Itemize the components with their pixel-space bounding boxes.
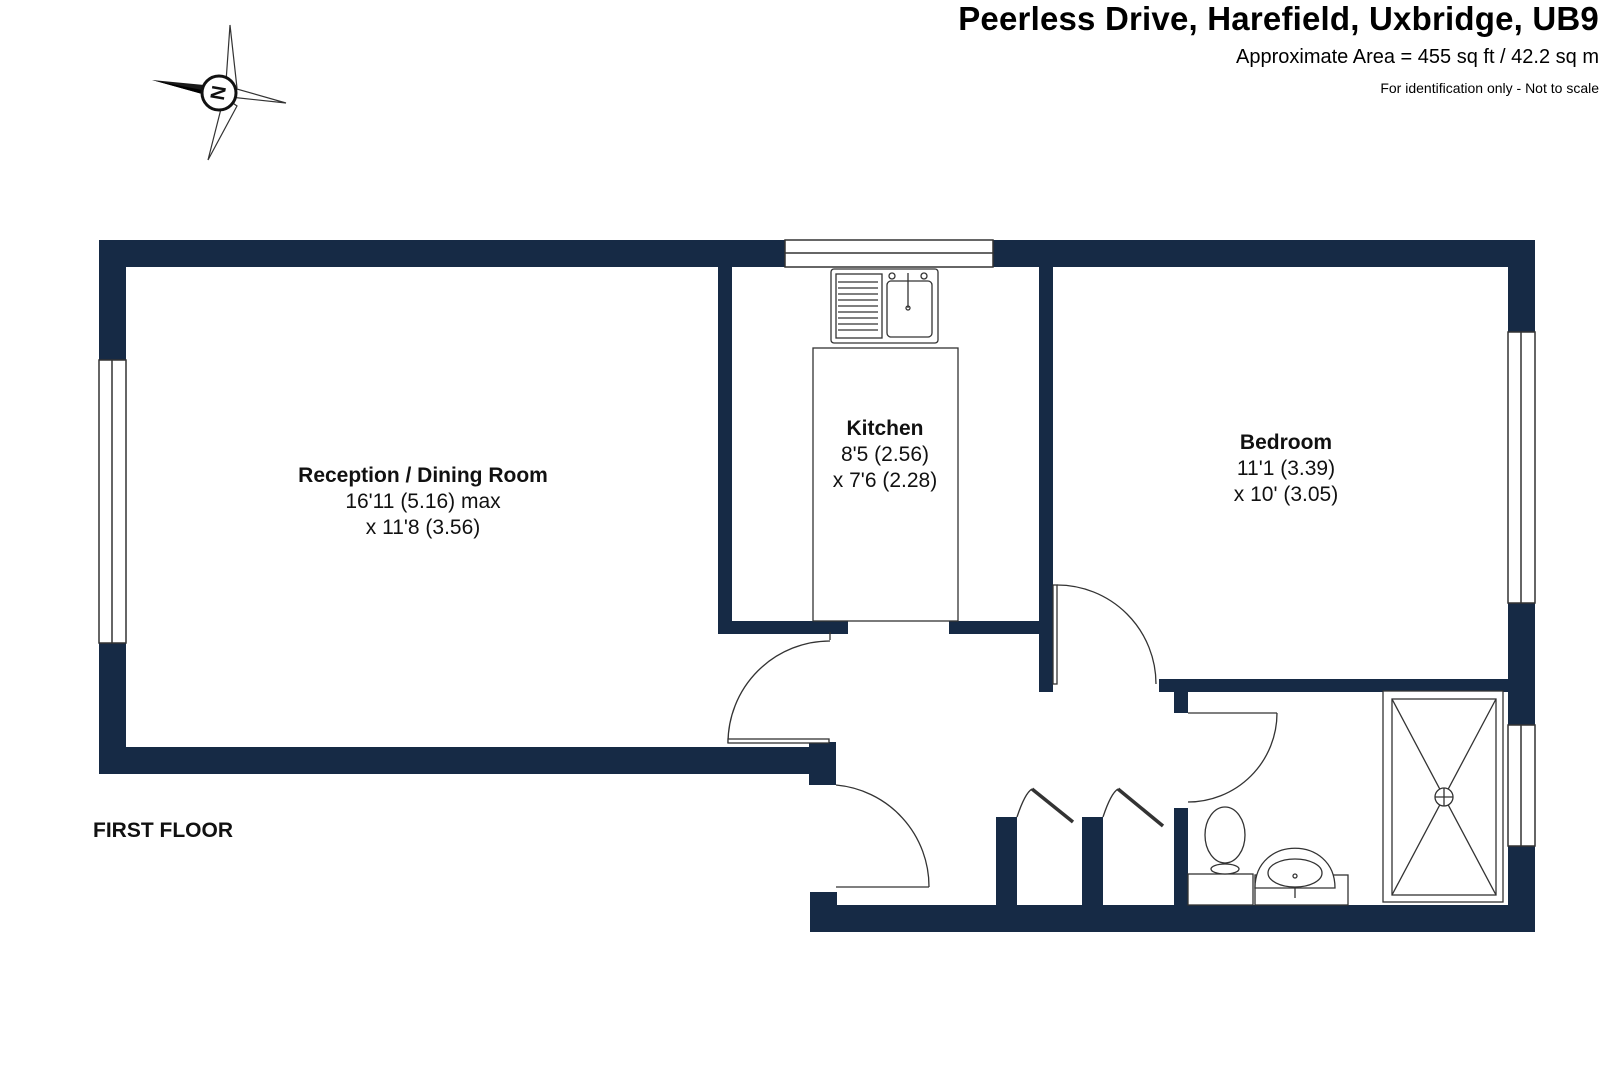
shower-tray: [1382, 690, 1504, 903]
reception-door: [727, 632, 831, 744]
kitchen-name: Kitchen: [846, 417, 923, 440]
cupboard-door-2: [1102, 787, 1165, 828]
doors: [727, 584, 1278, 888]
reception-dim-2: x 11'8 (3.56): [366, 516, 481, 539]
bedroom-name: Bedroom: [1240, 431, 1332, 454]
bedroom-label: Bedroom 11'1 (3.39) x 10' (3.05): [1234, 431, 1338, 506]
bathroom-door: [1187, 712, 1278, 803]
kitchen-counter: [812, 347, 959, 622]
kitchen-label: Kitchen 8'5 (2.56) x 7'6 (2.28): [833, 417, 937, 492]
approximate-area: Approximate Area = 455 sq ft / 42.2 sq m: [1236, 46, 1599, 68]
disclaimer-note: For identification only - Not to scale: [1380, 80, 1599, 96]
sink-unit: [830, 268, 939, 344]
wash-basin: [1254, 847, 1349, 906]
kitchen-dim-1: 8'5 (2.56): [841, 443, 929, 466]
reception-label: Reception / Dining Room 16'11 (5.16) max…: [298, 464, 548, 539]
reception-dim-1: 16'11 (5.16) max: [345, 490, 501, 513]
floor-label: FIRST FLOOR: [93, 819, 233, 842]
reception-name: Reception / Dining Room: [298, 464, 548, 487]
entrance-door: [835, 784, 930, 888]
bathroom-fittings: [1187, 690, 1504, 906]
property-address-title: Peerless Drive, Harefield, Uxbridge, UB9: [958, 0, 1599, 37]
bedroom-door: [1052, 584, 1157, 685]
windows: [98, 239, 1536, 847]
kitchen-fittings: [812, 268, 959, 622]
compass-north-label: N: [207, 84, 231, 102]
toilet: [1187, 806, 1254, 906]
walls: [99, 240, 1535, 932]
bedroom-dim-1: 11'1 (3.39): [1237, 457, 1335, 480]
bedroom-dim-2: x 10' (3.05): [1234, 483, 1338, 506]
compass-icon: N: [152, 24, 287, 161]
kitchen-dim-2: x 7'6 (2.28): [833, 469, 937, 492]
cupboard-door-1: [1016, 787, 1075, 824]
